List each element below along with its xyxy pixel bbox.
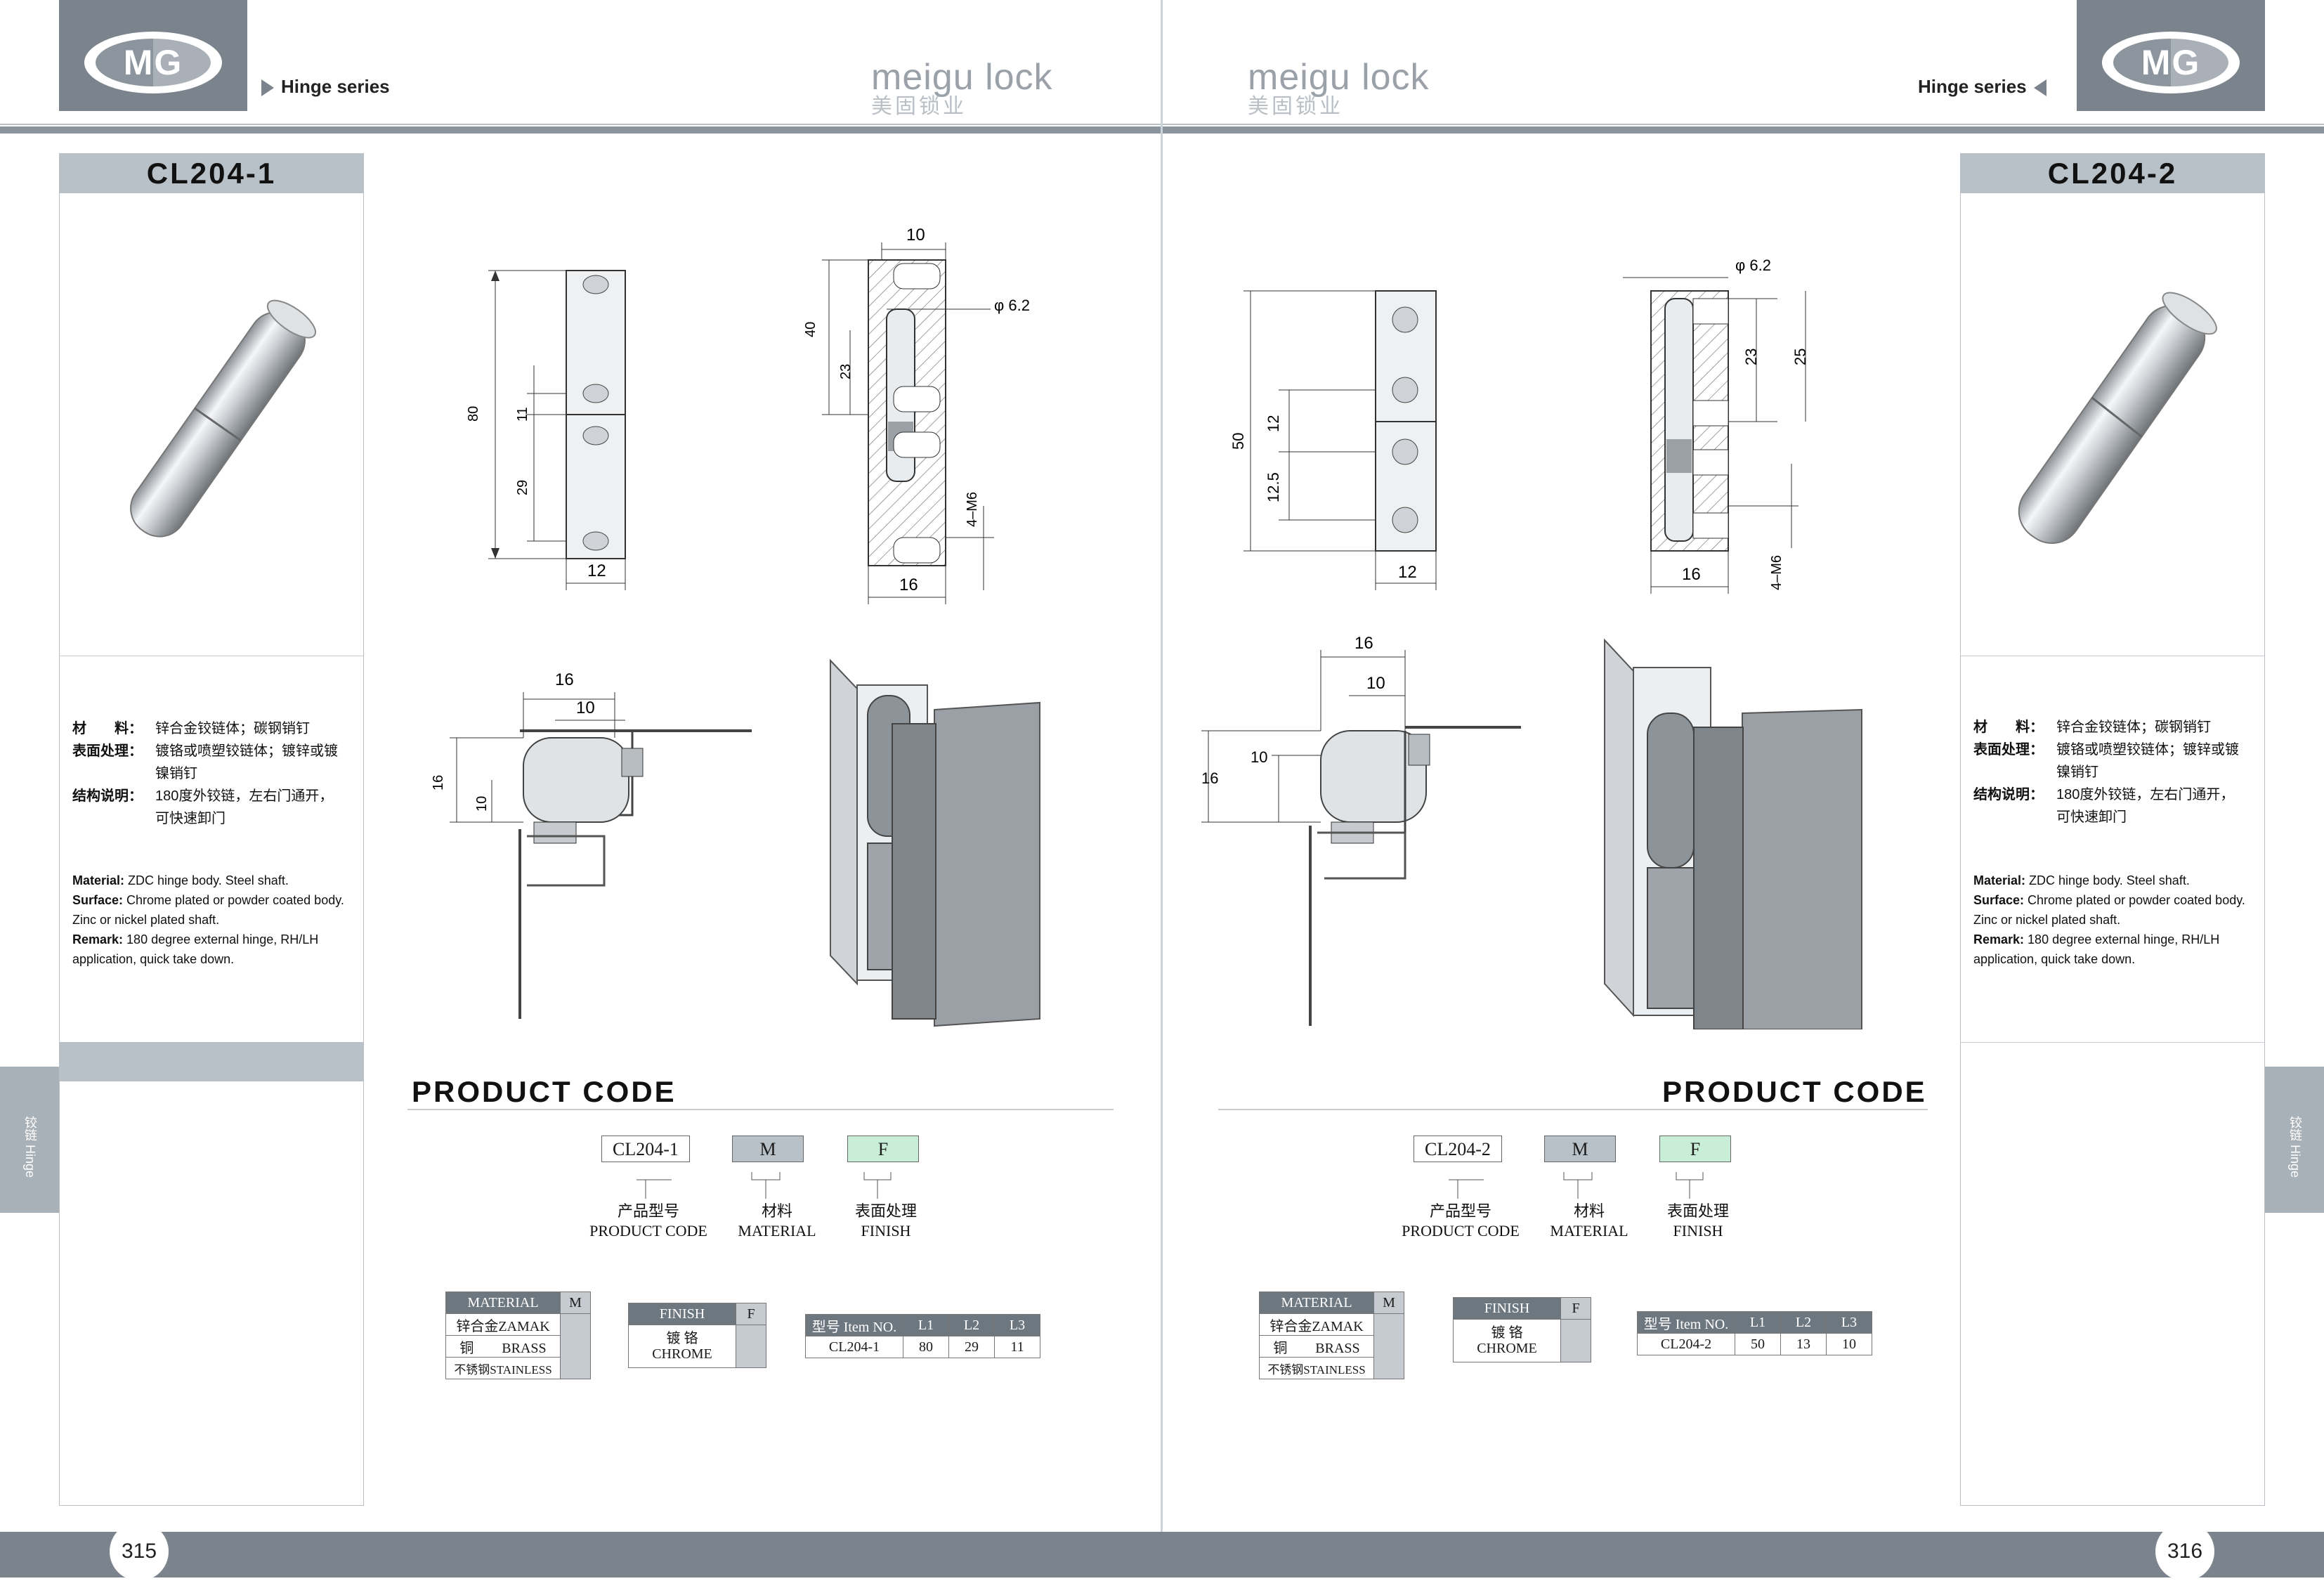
- technical-drawing-cl204-1: 80 11 29 12 10 φ 6.2 40 23 4–M6: [466, 226, 1030, 604]
- brand-wordmark-cn: 美固锁业: [871, 95, 967, 118]
- install-drawing-cl204-2: 16 10 10 16: [1201, 636, 1862, 1029]
- svg-text:12: 12: [587, 561, 606, 580]
- code-box-model: CL204-1: [601, 1136, 690, 1162]
- model-title: CL204-2: [1961, 154, 2264, 193]
- svg-text:16: 16: [899, 575, 918, 594]
- product-sidebar-left: CL204-1 材 料：锌合金铰链体；碳钢销钉 表面处理：镀铬或喷塑铰链体；镀锌…: [59, 153, 364, 1506]
- mg-logo-text: MG: [123, 43, 183, 82]
- svg-text:23: 23: [838, 364, 854, 379]
- svg-text:4–M6: 4–M6: [965, 492, 980, 527]
- svg-text:16: 16: [431, 775, 446, 790]
- sidebar-band: [60, 1042, 363, 1081]
- svg-text:10: 10: [576, 698, 595, 717]
- footer-bar: [0, 1532, 2324, 1577]
- section-view: 10 φ 6.2 40 23 4–M6 16: [803, 226, 1030, 604]
- install-drawing-cl204-1: 16 10 16 10: [431, 658, 1040, 1027]
- svg-text:12: 12: [1398, 563, 1417, 582]
- svg-text:φ 6.2: φ 6.2: [1735, 256, 1771, 274]
- svg-text:16: 16: [1682, 565, 1701, 584]
- brand-wordmark: meigu lock: [871, 57, 1053, 98]
- front-view: 50 12 12.5 12: [1229, 290, 1437, 590]
- mg-logo: MG: [59, 0, 247, 111]
- svg-text:50: 50: [1229, 433, 1247, 450]
- meigulock-logo-right: meigu lock 美固锁业: [1248, 35, 1458, 119]
- svg-text:12.5: 12.5: [1265, 472, 1282, 502]
- series-label-right: Hinge series: [1918, 76, 2046, 98]
- svg-text:16: 16: [1201, 769, 1218, 787]
- brand-wordmark: meigu lock: [1248, 57, 1430, 98]
- svg-text:40: 40: [803, 322, 818, 337]
- mg-logo: MG: [2077, 0, 2265, 111]
- spec-cn: 材 料：锌合金铰链体；碳钢销钉 表面处理：镀铬或喷塑铰链体；镀锌或镀镍销钉 结构…: [72, 721, 338, 826]
- side-tab-hinge-left[interactable]: 铰链 Hinge: [0, 1067, 59, 1213]
- section-view: φ 6.2 23 25 4–M6 16: [1623, 256, 1809, 594]
- item-table: 型号 Item NO. L1 L2 L3 CL204-1 80 29 11: [805, 1314, 1040, 1358]
- meigulock-logo-left: meigu lock 美固锁业: [871, 35, 1082, 119]
- front-view: 80 11 29 12: [466, 270, 626, 590]
- code-box-material: M: [1544, 1136, 1616, 1162]
- svg-text:29: 29: [515, 480, 530, 495]
- svg-text:12: 12: [1265, 415, 1282, 432]
- triangle-left-icon: [2033, 79, 2046, 97]
- svg-text:25: 25: [1791, 349, 1809, 365]
- code-box-material: M: [732, 1136, 804, 1162]
- product-code-rule: [1218, 1109, 1928, 1110]
- svg-text:10: 10: [1251, 748, 1267, 766]
- code-box-model: CL204-2: [1414, 1136, 1502, 1162]
- svg-text:10: 10: [906, 226, 925, 245]
- side-tab-hinge-right[interactable]: 铰链 Hinge: [2265, 1067, 2324, 1213]
- table-row: CL204-2 50 13 10: [1637, 1333, 1872, 1355]
- hinge-product-photo: [2018, 292, 2217, 545]
- triangle-right-icon: [261, 79, 274, 97]
- svg-text:10: 10: [474, 796, 490, 812]
- brand-wordmark-cn: 美固锁业: [1248, 95, 1343, 118]
- svg-text:11: 11: [515, 407, 530, 422]
- series-label-left: Hinge series: [261, 76, 390, 98]
- iso-view: [830, 658, 1040, 1027]
- svg-text:10: 10: [1366, 674, 1385, 693]
- iso-view: [1604, 638, 1862, 1029]
- svg-text:4–M6: 4–M6: [1769, 555, 1784, 590]
- product-code-title: PRODUCT CODE: [1662, 1075, 1927, 1108]
- svg-text:16: 16: [555, 670, 574, 689]
- code-box-finish: F: [847, 1136, 919, 1162]
- code-bracket-lines: [1449, 1172, 1704, 1199]
- page-gutter: [1161, 0, 1163, 1532]
- page-number-right: 316: [2155, 1522, 2214, 1581]
- mg-logo-text: MG: [2141, 43, 2201, 82]
- spec-cn: 材 料：锌合金铰链体；碳钢销钉 表面处理：镀铬或喷塑铰链体；镀锌或镀镍销钉 结构…: [1973, 720, 2239, 825]
- svg-text:23: 23: [1742, 349, 1760, 365]
- spec-en: Material: ZDC hinge body. Steel shaft. S…: [1973, 873, 2245, 966]
- technical-drawing-cl204-2: 50 12 12.5 12 φ 6.2 23 25 4–M6 16: [1229, 256, 1809, 594]
- model-title: CL204-1: [60, 154, 363, 193]
- code-box-finish: F: [1659, 1136, 1731, 1162]
- svg-text:16: 16: [1354, 636, 1373, 653]
- table-row: CL204-1 80 29 11: [805, 1336, 1040, 1358]
- code-bracket-lines: [637, 1172, 892, 1199]
- product-code-title: PRODUCT CODE: [412, 1075, 677, 1108]
- svg-text:80: 80: [466, 406, 481, 422]
- hinge-product-photo: [130, 299, 316, 538]
- item-table: 型号 Item NO. L1 L2 L3 CL204-2 50 13 10: [1637, 1311, 1872, 1355]
- product-sidebar-right: CL204-2 材 料：锌合金铰链体；碳钢销钉 表面处理：镀铬或喷塑铰链体；镀锌…: [1960, 153, 2265, 1506]
- spec-en: Material: ZDC hinge body. Steel shaft. S…: [72, 873, 344, 966]
- product-code-rule: [407, 1109, 1114, 1110]
- svg-text:φ 6.2: φ 6.2: [994, 297, 1030, 314]
- install-view: 16 10 16 10: [431, 670, 752, 1019]
- page-number-left: 315: [110, 1522, 169, 1581]
- install-view: 16 10 10 16: [1201, 636, 1521, 1026]
